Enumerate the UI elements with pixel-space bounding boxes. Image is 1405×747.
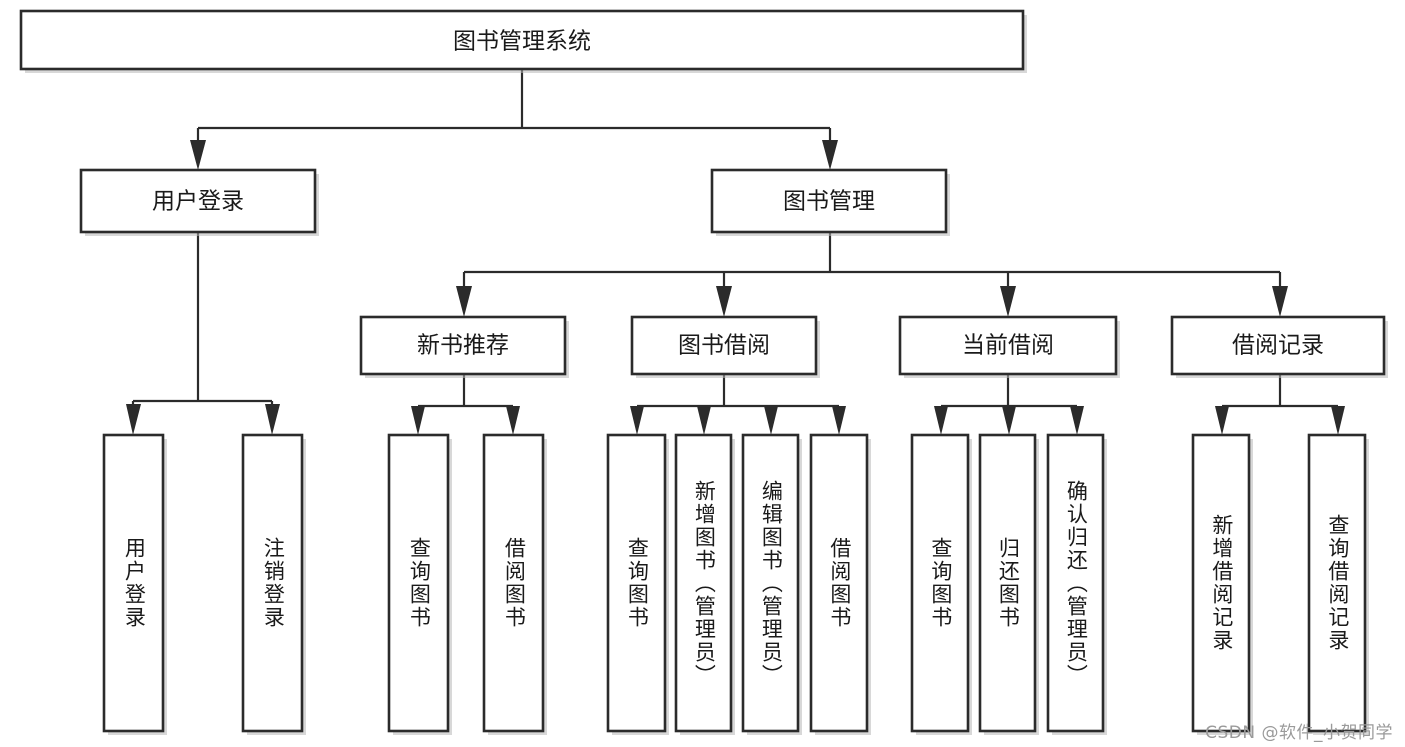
leaf-box-borrow-book-2[interactable]	[809, 433, 869, 733]
leaf-box-edit-book[interactable]	[741, 433, 800, 733]
arrow-to-leaf-query-book-1	[411, 406, 425, 435]
leaf-box-confirm-return[interactable]	[1046, 433, 1105, 733]
nodes-group: 图书管理系统 用户登录 图书管理 新书推荐 图书借阅 当前借阅 借阅记录	[19, 9, 1388, 735]
arrow-to-new-book-recommend	[456, 286, 472, 317]
arrow-to-book-manage	[822, 140, 838, 170]
arrow-to-leaf-borrow-book-2	[832, 406, 846, 435]
node-book-borrow-box[interactable]	[630, 315, 818, 376]
arrow-to-leaf-add-book	[697, 406, 711, 435]
arrow-to-leaf-edit-book	[764, 406, 778, 435]
arrow-to-leaf-borrow-book-1	[506, 406, 520, 435]
leaf-box-return-book[interactable]	[978, 433, 1037, 733]
leaf-box-add-book[interactable]	[674, 433, 733, 733]
node-book-manage-label: 图书管理	[783, 189, 875, 215]
leaf-box-logout[interactable]	[241, 433, 304, 733]
arrow-to-leaf-query-record	[1331, 406, 1345, 435]
node-root-box[interactable]	[19, 9, 1025, 71]
node-current-borrow-label: 当前借阅	[962, 333, 1054, 359]
edges-group	[126, 70, 1345, 435]
watermark-text: CSDN @软件_小贺同学	[1205, 723, 1393, 743]
node-book-manage-box[interactable]	[710, 168, 948, 234]
leaf-box-borrow-book-1[interactable]	[482, 433, 545, 733]
arrow-to-leaf-confirm-return	[1070, 406, 1084, 435]
arrow-to-book-borrow	[716, 286, 732, 317]
arrow-to-borrow-record	[1272, 286, 1288, 317]
node-user-login-label: 用户登录	[152, 189, 244, 215]
arrow-to-leaf-add-record	[1215, 406, 1229, 435]
leaf-box-query-book-3[interactable]	[910, 433, 970, 733]
arrow-to-leaf-return-book	[1002, 406, 1016, 435]
node-current-borrow-box[interactable]	[898, 315, 1118, 376]
arrow-to-current-borrow	[1000, 286, 1016, 317]
node-root-label: 图书管理系统	[453, 29, 591, 55]
node-new-book-recommend-box[interactable]	[359, 315, 567, 376]
node-user-login-box[interactable]	[79, 168, 317, 234]
arrow-to-leaf-query-book-3	[934, 406, 948, 435]
arrow-to-user-login	[190, 140, 206, 170]
arrow-to-leaf-logout	[265, 404, 280, 435]
leaf-box-add-record[interactable]	[1191, 433, 1251, 733]
leaf-box-user-login[interactable]	[102, 433, 165, 733]
leaf-box-query-record[interactable]	[1307, 433, 1367, 733]
leaf-box-query-book-2[interactable]	[606, 433, 667, 733]
node-borrow-record-label: 借阅记录	[1232, 333, 1324, 359]
node-new-book-recommend-label: 新书推荐	[417, 333, 509, 359]
node-book-borrow-label: 图书借阅	[678, 333, 770, 359]
arrow-to-leaf-query-book-2	[630, 406, 644, 435]
arrow-to-leaf-user-login	[126, 404, 141, 435]
leaf-box-query-book-1[interactable]	[387, 433, 450, 733]
node-borrow-record-box[interactable]	[1170, 315, 1386, 376]
